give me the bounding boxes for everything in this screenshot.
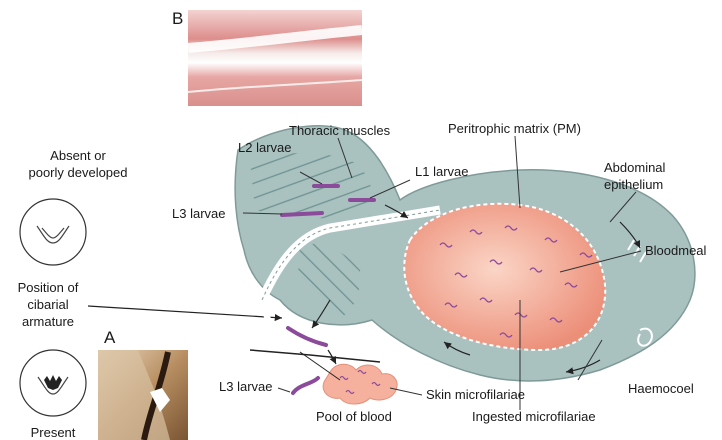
peritrophic-matrix-label: Peritrophic matrix (PM) <box>448 121 581 136</box>
muscle-micrograph <box>188 10 362 106</box>
abdominal-label-line1: Abdominal <box>604 160 666 175</box>
bloodmeal-label: Bloodmeal <box>645 243 707 258</box>
position-label-line1: Position of <box>18 280 79 295</box>
l1-larvae-label: L1 larvae <box>415 164 468 179</box>
present-label: Present <box>31 425 76 440</box>
l3-larvae-top-label: L3 larvae <box>172 206 225 221</box>
skin-surface-line <box>250 350 380 362</box>
absent-label-line1: Absent or <box>50 148 106 163</box>
abdominal-label-line2: epithelium <box>604 177 663 192</box>
cibarium-absent-circle <box>20 199 86 265</box>
absent-label-line2: poorly developed <box>28 165 127 180</box>
panel-a-label: A <box>104 328 116 347</box>
skin-microfilariae-label: Skin microfilariae <box>426 387 525 402</box>
l2-larvae-label: L2 larvae <box>238 140 291 155</box>
position-label-line2: cibarial <box>27 297 68 312</box>
pool-of-blood-label: Pool of blood <box>316 409 392 424</box>
ingested-microfilariae-label: Ingested microfilariae <box>472 409 596 424</box>
position-arrow <box>88 306 282 318</box>
l3-larvae-bottom-label: L3 larvae <box>219 379 272 394</box>
thoracic-muscle-hatching <box>250 153 374 218</box>
haemocoel-label: Haemocoel <box>628 381 694 396</box>
position-label-line3: armature <box>22 314 74 329</box>
panel-b-label: B <box>172 9 183 28</box>
thoracic-muscles-label: Thoracic muscles <box>289 123 391 138</box>
